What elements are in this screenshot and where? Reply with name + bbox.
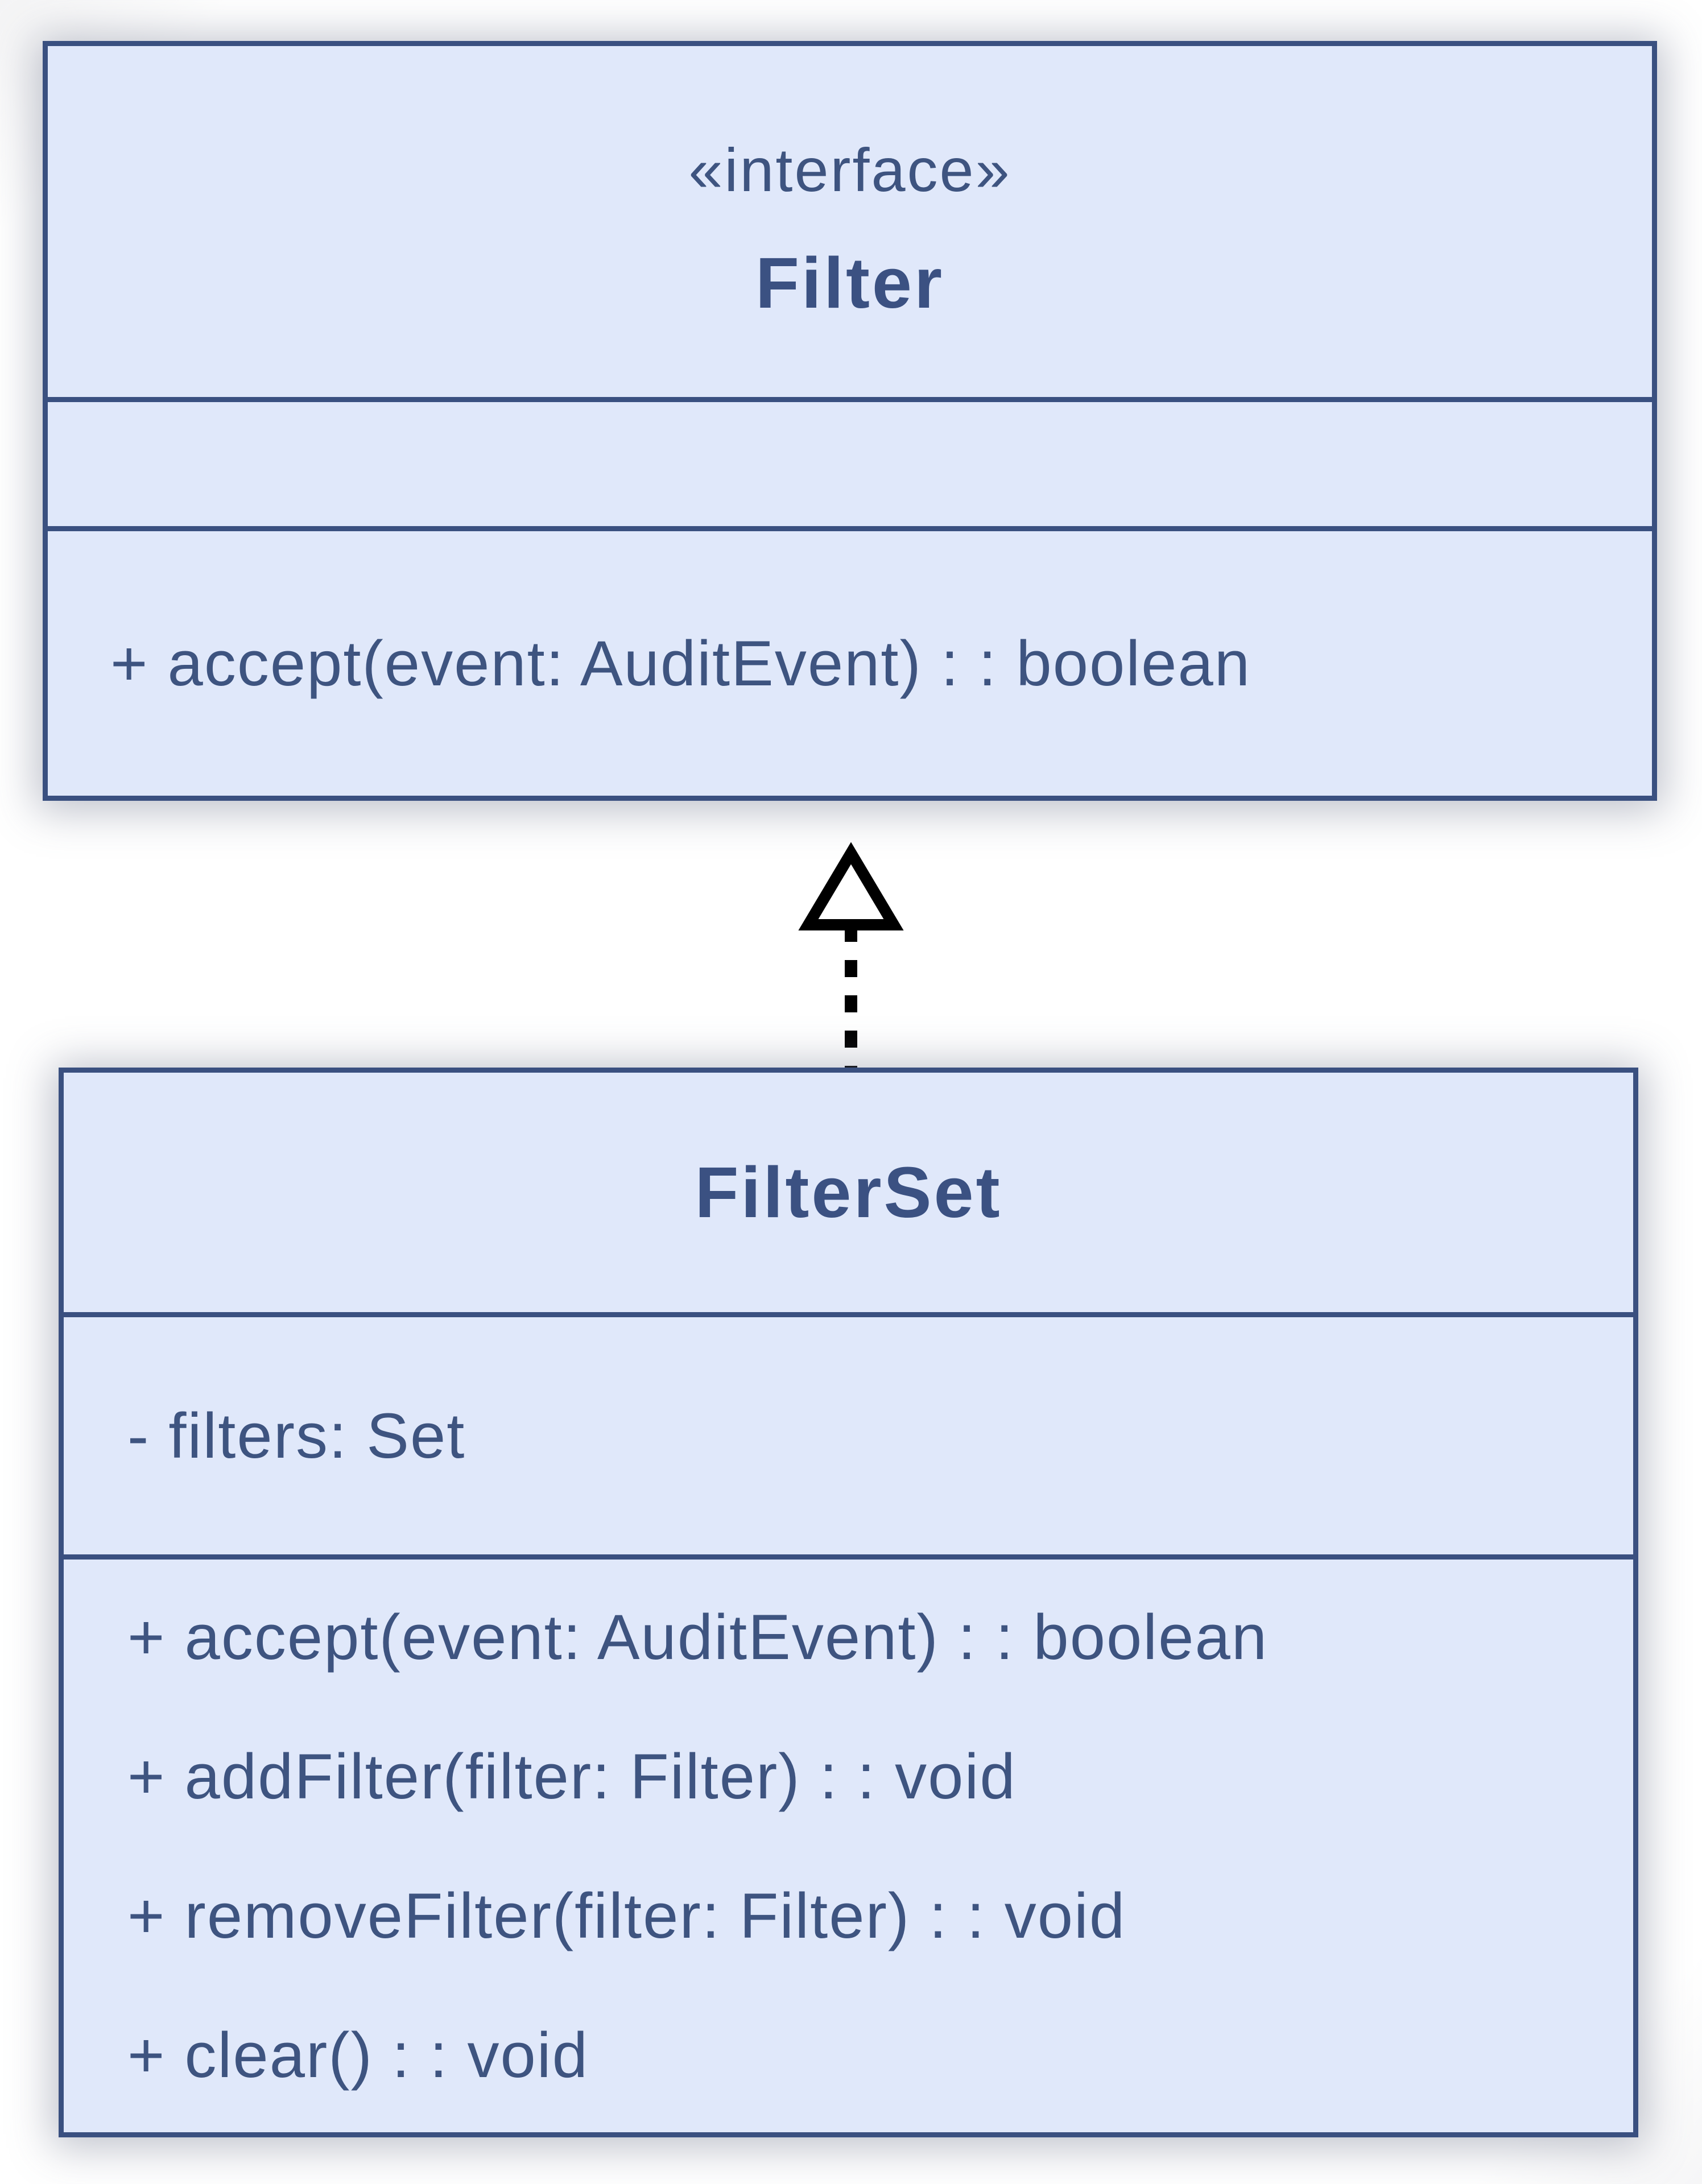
realization-arrow	[798, 842, 904, 1068]
interface-operations-compartment: + accept(event: AuditEvent) : : boolean	[48, 526, 1652, 796]
stereotype-label: «interface»	[688, 135, 1011, 204]
interface-attributes-compartment	[48, 397, 1652, 526]
operation-remove-filter: + removeFilter(filter: Filter) : : void	[127, 1880, 1126, 1951]
operation-add-filter: + addFilter(filter: Filter) : : void	[127, 1740, 1017, 1812]
class-title-compartment: FilterSet	[64, 1073, 1633, 1312]
class-filterset-node: FilterSet - filters: Set + accept(event:…	[59, 1068, 1638, 2137]
hollow-triangle-arrowhead-icon	[798, 842, 904, 930]
operation-accept: + accept(event: AuditEvent) : : boolean	[110, 628, 1251, 699]
class-name: FilterSet	[695, 1152, 1002, 1232]
interface-title-compartment: «interface» Filter	[48, 46, 1652, 397]
attribute-filters: - filters: Set	[127, 1400, 466, 1471]
interface-filter-node: «interface» Filter + accept(event: Audit…	[43, 41, 1657, 801]
operation-clear: + clear() : : void	[127, 2019, 589, 2091]
interface-name: Filter	[755, 242, 945, 323]
class-operations-compartment: + accept(event: AuditEvent) : : boolean …	[64, 1554, 1633, 2132]
operation-accept: + accept(event: AuditEvent) : : boolean	[127, 1601, 1269, 1673]
class-attributes-compartment: - filters: Set	[64, 1312, 1633, 1554]
